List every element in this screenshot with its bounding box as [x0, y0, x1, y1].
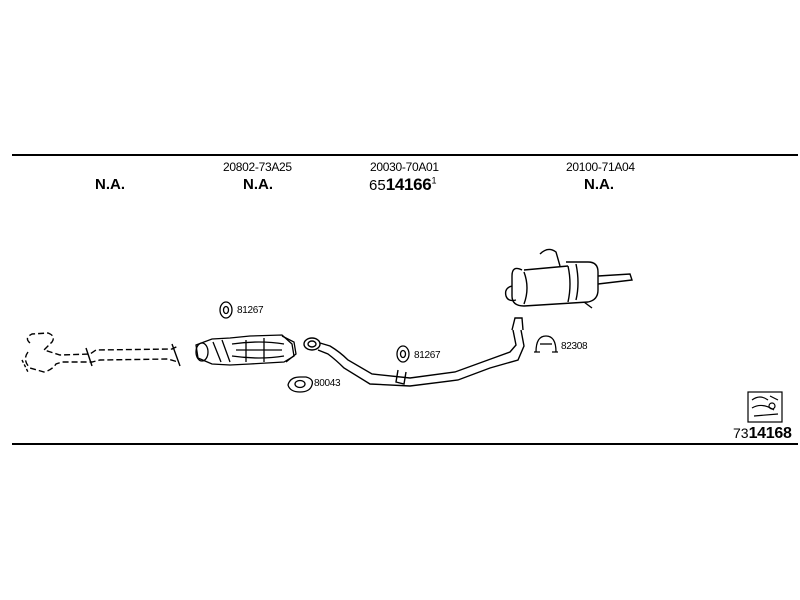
column-1-status: N.A. — [95, 176, 125, 193]
rear-muffler-drawing[interactable] — [504, 248, 633, 309]
clamp-part-number[interactable]: 82308 — [561, 341, 588, 352]
gasket-part-number[interactable]: 81267 — [237, 305, 264, 316]
exhaust-set-number[interactable]: 7314168 — [733, 425, 792, 443]
flange-gasket-icon — [287, 376, 314, 393]
exhaust-set-icon — [747, 391, 783, 423]
gasket-icon — [396, 345, 410, 363]
column-3-oem-number: 20030-70A01 — [370, 160, 439, 174]
clamp-icon — [534, 335, 558, 353]
set-prefix: 73 — [733, 425, 749, 441]
column-3-part-suffix: 1 — [431, 175, 437, 186]
top-rule — [12, 154, 798, 156]
gasket-part-number[interactable]: 81267 — [414, 350, 441, 361]
center-pipe-drawing[interactable] — [303, 317, 525, 387]
catalytic-converter-drawing[interactable] — [195, 334, 297, 366]
column-4-status: N.A. — [584, 176, 614, 193]
set-main: 14168 — [748, 425, 792, 442]
front-pipe-drawing[interactable] — [21, 332, 181, 373]
column-4-oem-number: 20100-71A04 — [566, 160, 635, 174]
flange-gasket-part-number[interactable]: 80043 — [314, 378, 341, 389]
column-3-part-prefix: 65 — [369, 177, 386, 194]
column-3-part-main: 14166 — [385, 175, 432, 194]
column-2-status: N.A. — [243, 176, 273, 193]
column-3-part-number[interactable]: 65141661 — [369, 175, 436, 195]
gasket-icon — [219, 301, 233, 319]
column-2-oem-number: 20802-73A25 — [223, 160, 292, 174]
bottom-rule — [12, 443, 798, 445]
